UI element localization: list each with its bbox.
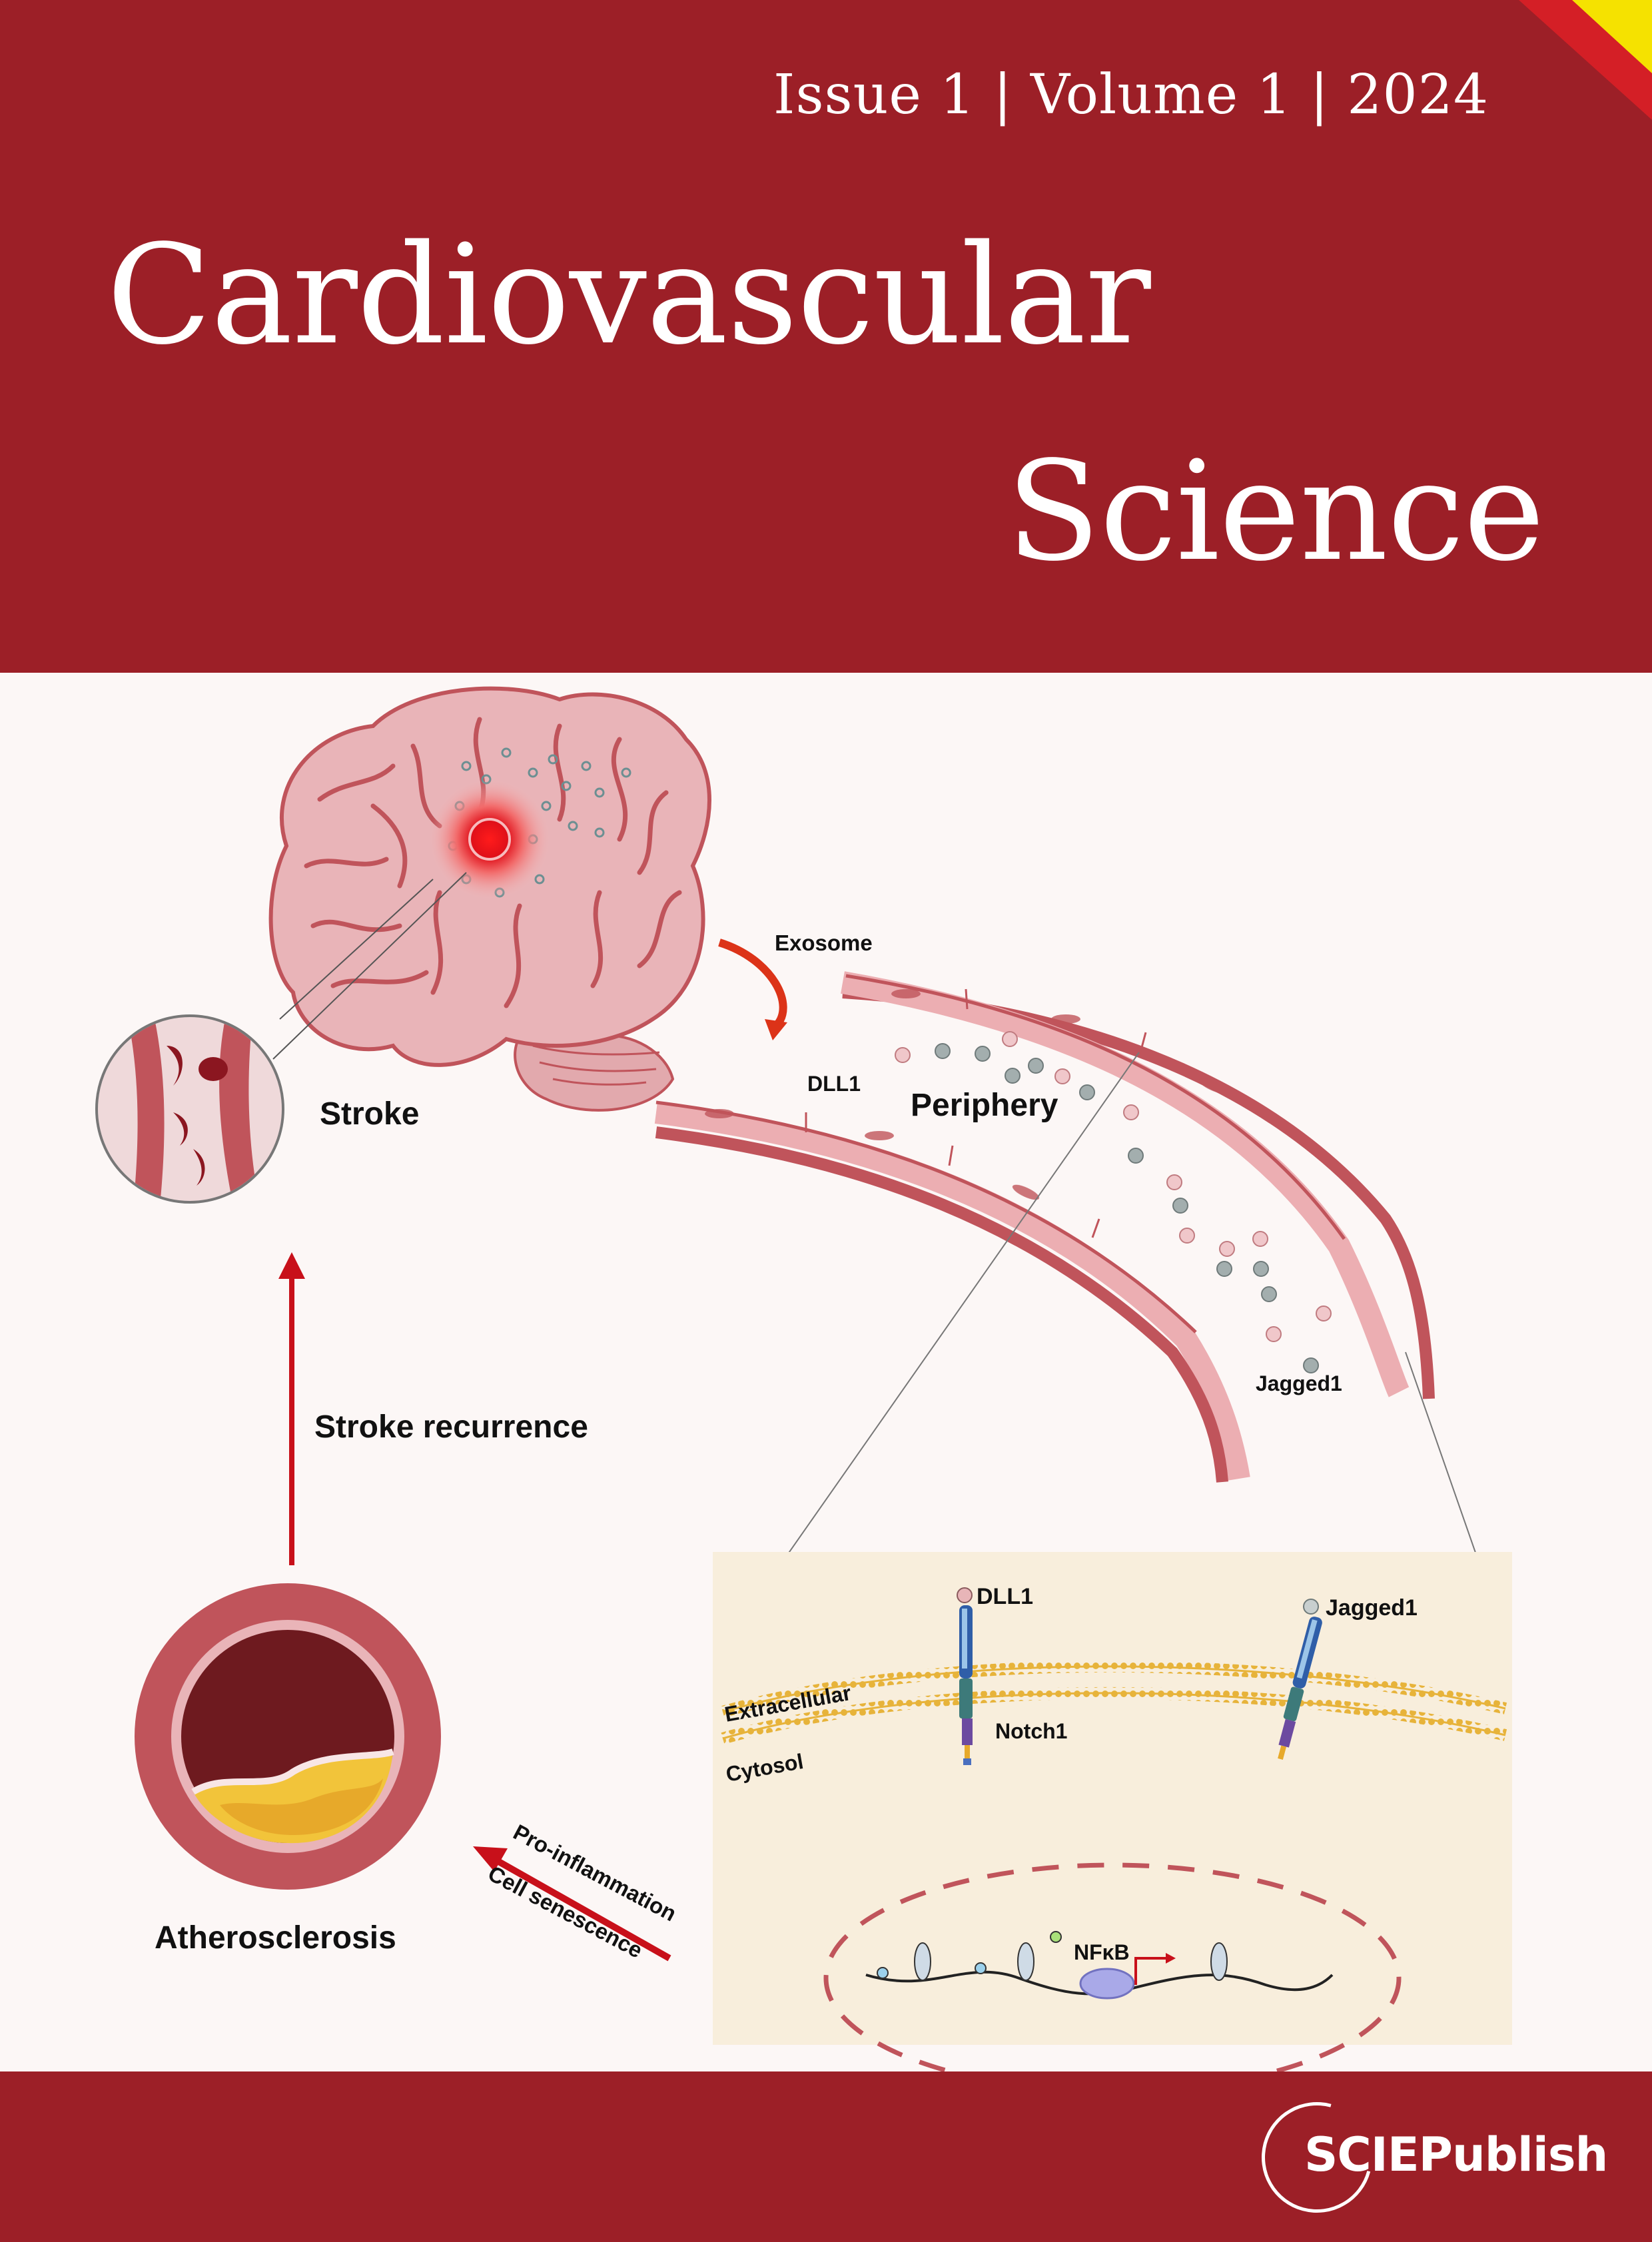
publisher-name: SCIEPublish (1304, 2127, 1608, 2182)
blood-vessel-magnifier (95, 1014, 284, 1204)
stroke-recurrence-label: Stroke recurrence (314, 1409, 588, 1445)
journal-title-line2: Science (1006, 432, 1545, 591)
exosome-particles (895, 1031, 1332, 1373)
cover-header: Issue 1 | Volume 1 | 2024 Cardiovascular… (0, 0, 1652, 673)
jagged1-receptor-label: Jagged1 (1326, 1595, 1418, 1621)
pro-inflammation-label: Pro-inflammation (510, 1820, 681, 1926)
cover-footer: SCIEPublish (0, 2071, 1652, 2242)
corner-stripe-decoration (1519, 0, 1652, 120)
brain-illustration (268, 686, 711, 1112)
artery-cross-section (135, 1583, 441, 1890)
stroke-label: Stroke (320, 1096, 419, 1132)
dll1-receptor-label: DLL1 (977, 1584, 1033, 1609)
notch-signaling-inset (713, 1552, 1512, 2071)
notch1-label: Notch1 (995, 1719, 1067, 1743)
dll1-label-top: DLL1 (807, 1072, 861, 1096)
issue-volume-year: Issue 1 | Volume 1 | 2024 (773, 63, 1489, 127)
journal-title-line1: Cardiovascular (107, 215, 1151, 375)
exosome-label: Exosome (775, 931, 873, 955)
jagged1-label-top: Jagged1 (1256, 1371, 1342, 1395)
atherosclerosis-label: Atherosclerosis (155, 1920, 396, 1956)
nfkb-label: NFκB (1074, 1940, 1130, 1964)
vessel-wall-illustration (654, 971, 1435, 1483)
periphery-label: Periphery (911, 1088, 1058, 1123)
cover-illustration: Exosome DLL1 Periphery Stroke Jagged1 St… (95, 686, 1512, 2071)
